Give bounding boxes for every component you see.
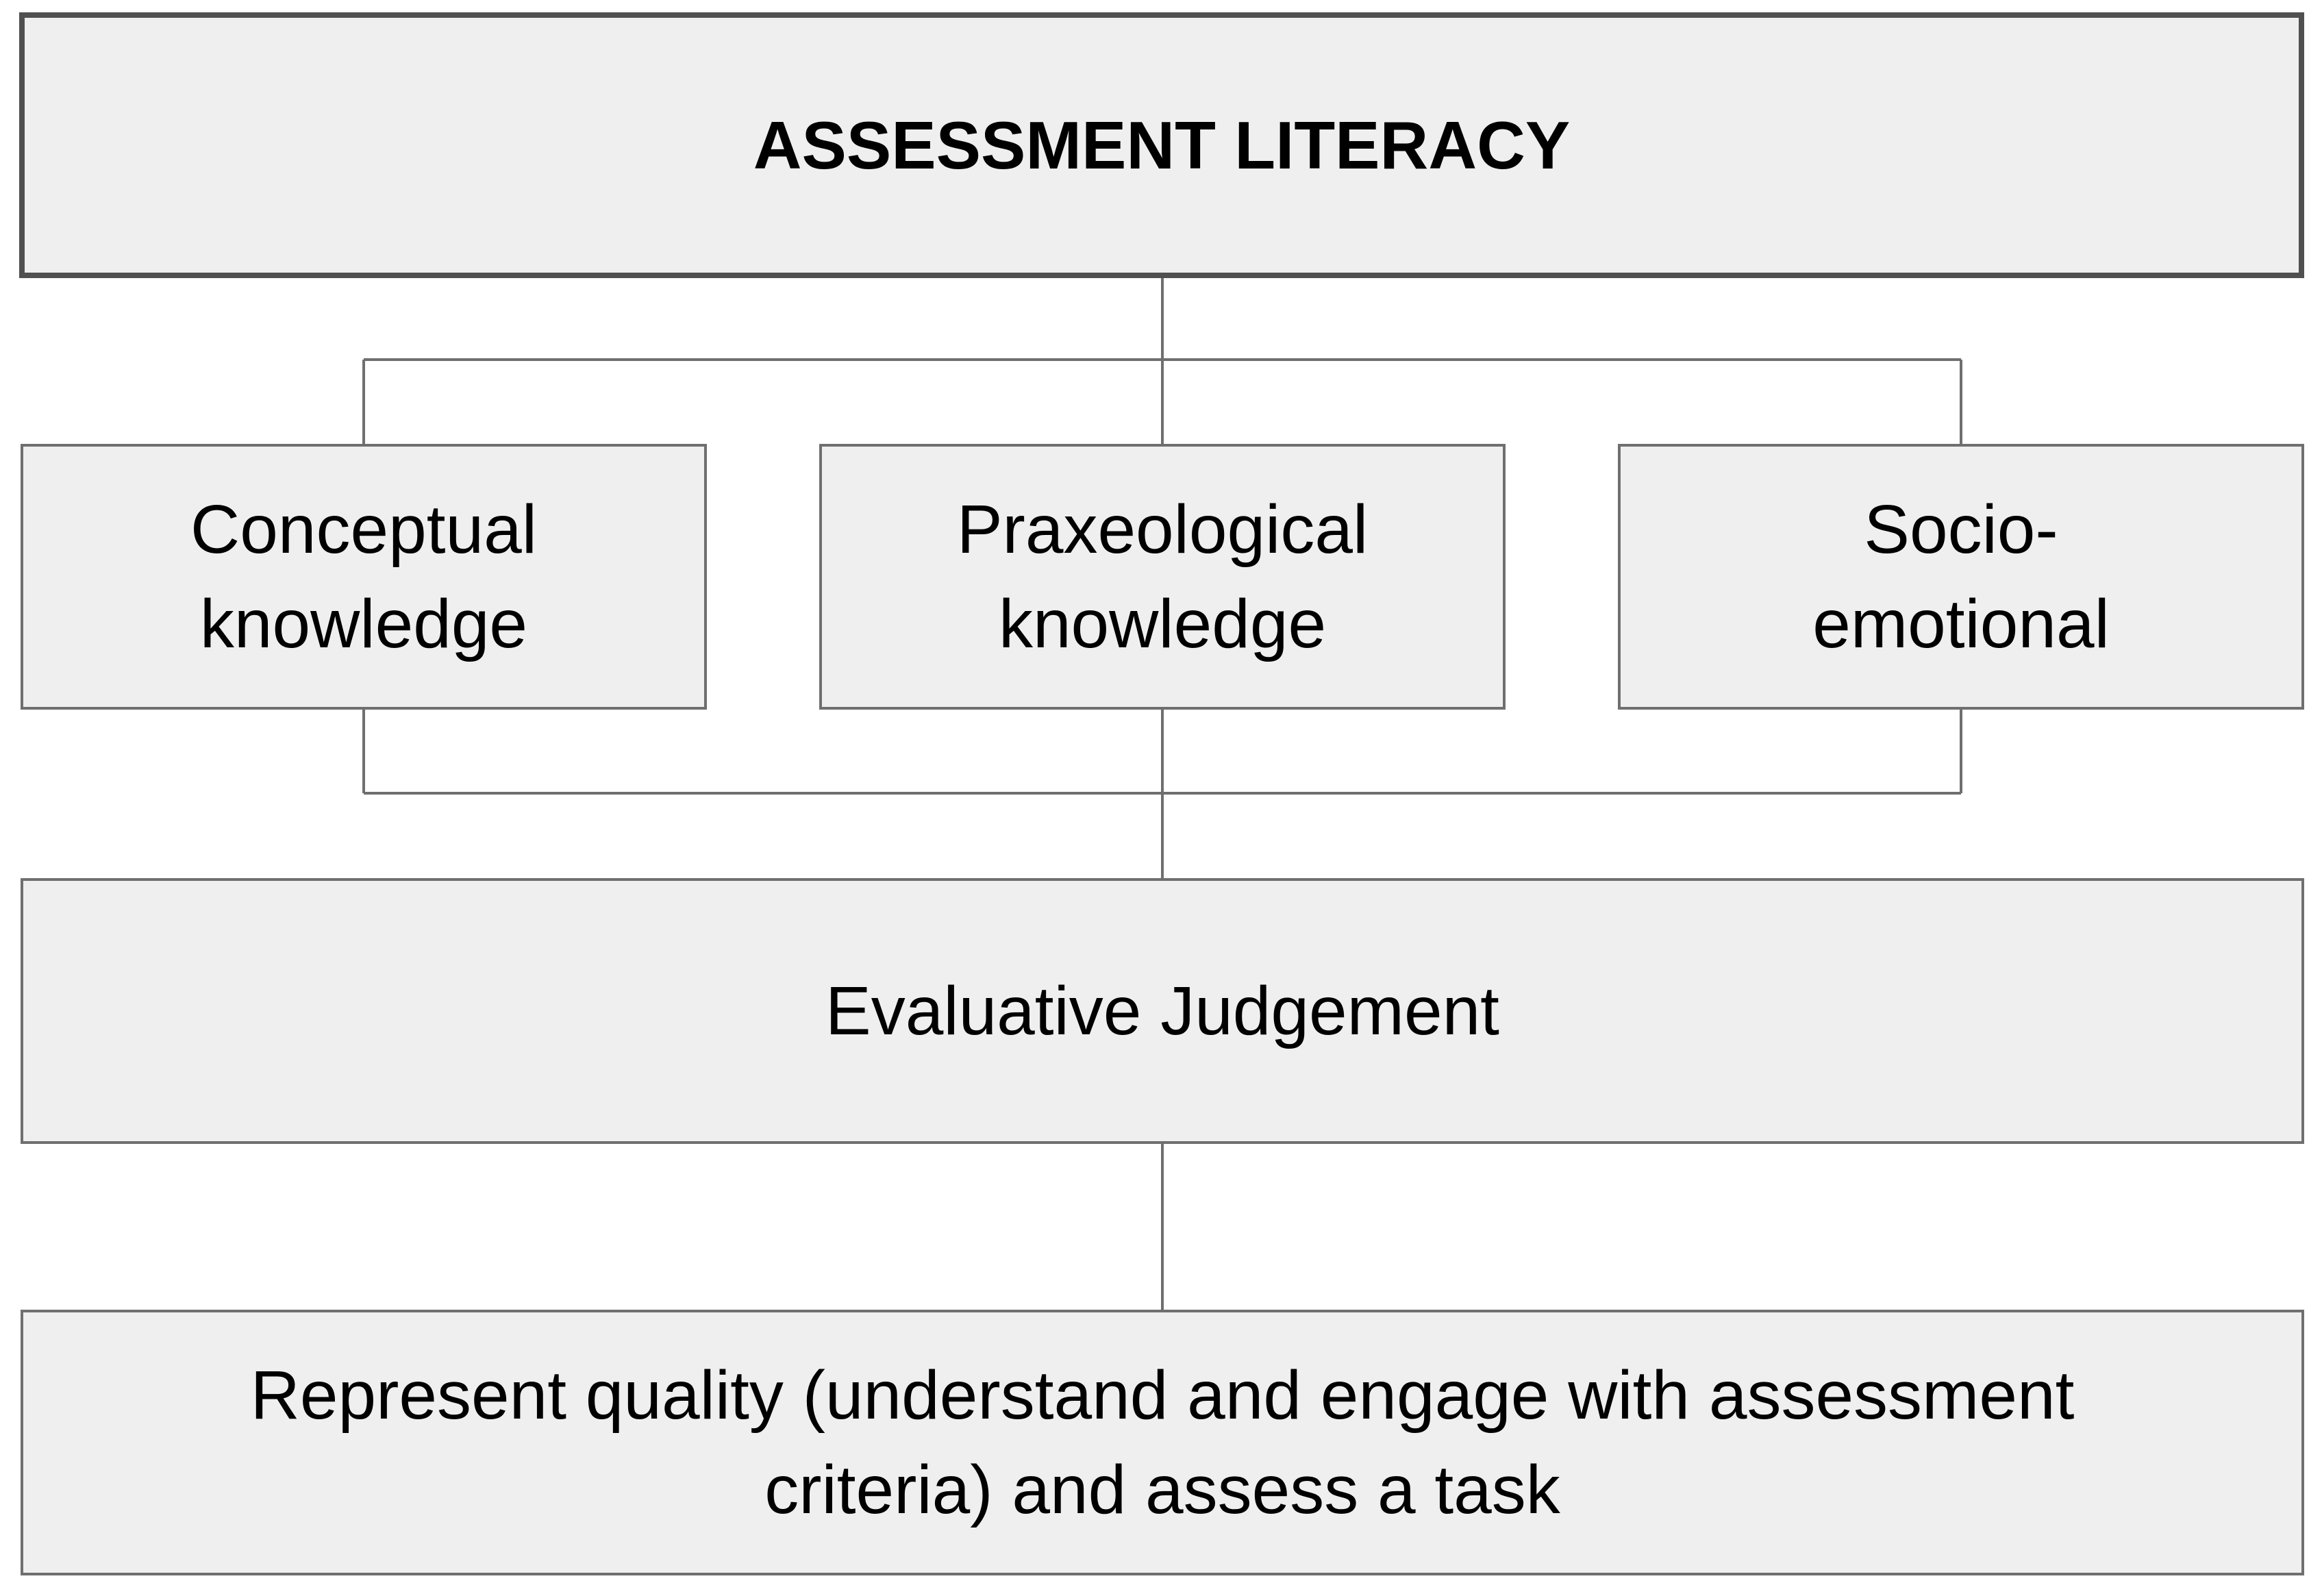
represent-quality-box: Represent quality (understand and engage… (21, 1310, 2304, 1575)
praxeological-knowledge-box: Praxeological knowledge (819, 444, 1506, 710)
conceptual-knowledge-box: Conceptual knowledge (21, 444, 707, 710)
assessment-literacy-label: ASSESSMENT LITERACY (753, 107, 1571, 183)
represent-quality-line1: Represent quality (understand and engage… (250, 1357, 2075, 1434)
praxeological-knowledge-line2: knowledge (998, 586, 1327, 662)
evaluative-judgement-box: Evaluative Judgement (21, 878, 2304, 1144)
assessment-literacy-box: ASSESSMENT LITERACY (19, 12, 2304, 278)
conceptual-knowledge-line1: Conceptual (190, 491, 537, 568)
evaluative-judgement-label: Evaluative Judgement (825, 972, 1499, 1049)
represent-quality-line2: criteria) and assess a task (764, 1451, 1560, 1528)
socio-emotional-line2: emotional (1812, 586, 2110, 662)
socio-emotional-line1: Socio- (1864, 491, 2058, 568)
socio-emotional-box: Socio- emotional (1618, 444, 2304, 710)
conceptual-knowledge-line2: knowledge (199, 586, 528, 662)
praxeological-knowledge-line1: Praxeological (956, 491, 1369, 568)
